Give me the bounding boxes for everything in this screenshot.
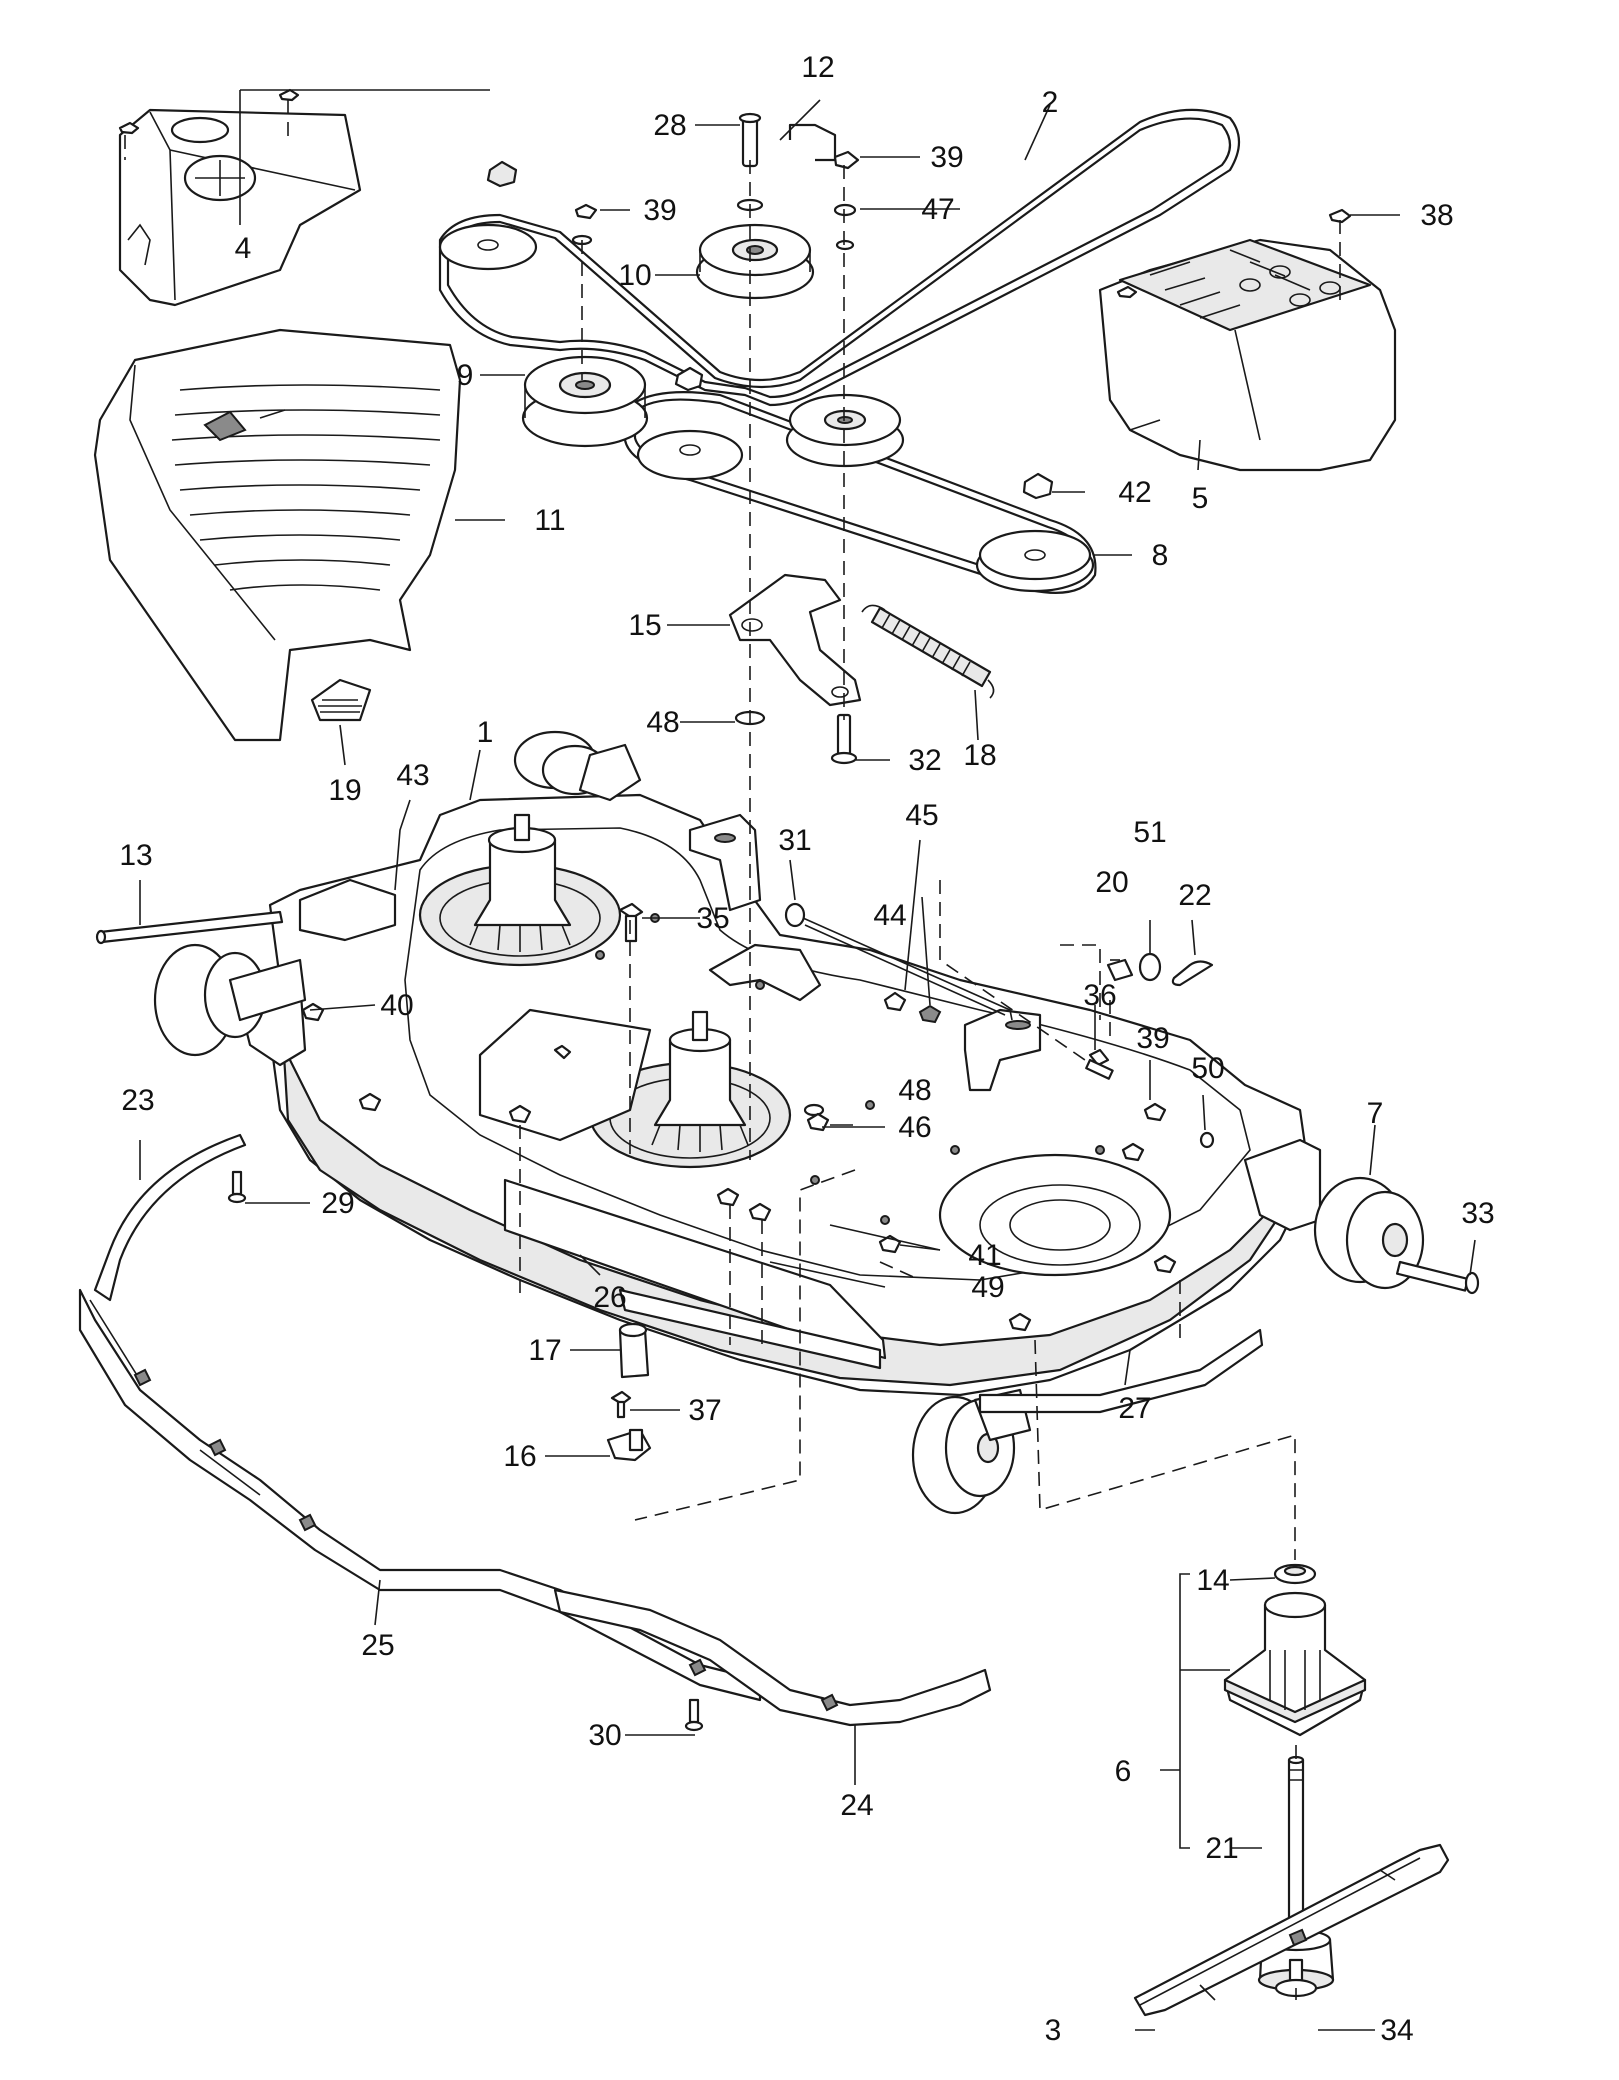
part-1-mower-deck (233, 793, 1322, 1397)
callout-38: 38 (1420, 199, 1453, 232)
part-2-drive-belt (438, 108, 1241, 594)
callout-11: 11 (534, 504, 565, 537)
part-11-discharge-shield (93, 328, 462, 742)
part-29-30-screws (227, 1170, 704, 1732)
part-5-right-belt-cover (1098, 238, 1397, 472)
callout-44: 44 (873, 899, 906, 932)
callout-30: 30 (588, 1719, 621, 1752)
callout-29: 29 (321, 1187, 354, 1220)
callout-9: 9 (457, 359, 474, 392)
part-7-gauge-wheel (1313, 1176, 1480, 1295)
callout-18: 18 (963, 739, 996, 772)
part-16-37-hardware (606, 1390, 652, 1462)
part-18-tension-spring (861, 604, 995, 699)
part-pulley-left-top (438, 223, 538, 271)
part-13-rod (95, 910, 284, 945)
leader-lines (139, 89, 1476, 2031)
callout-14: 14 (1196, 1564, 1229, 1597)
callout-20: 20 (1095, 866, 1128, 899)
part-27-rear-baffle (978, 1328, 1264, 1414)
part-26-front-baffle (503, 1178, 887, 1370)
callout-12: 12 (801, 51, 834, 84)
part-24-rear-guard (553, 1588, 992, 1727)
callout-3: 3 (1045, 2014, 1062, 2047)
assembly-dashed-lines (124, 100, 1341, 2000)
callout-7: 7 (1367, 1097, 1384, 1130)
callout-32: 32 (908, 744, 941, 777)
callout-42: 42 (1118, 476, 1151, 509)
callout-33: 33 (1461, 1197, 1494, 1230)
callout-2: 2 (1042, 86, 1059, 119)
callout-39-a: 39 (930, 141, 963, 174)
callout-37: 37 (688, 1394, 721, 1427)
callout-19: 19 (328, 774, 361, 807)
callout-10: 10 (618, 259, 651, 292)
callout-27: 27 (1118, 1392, 1151, 1425)
callout-16: 16 (503, 1440, 536, 1473)
callout-35: 35 (696, 902, 729, 935)
callout-46: 46 (898, 1111, 931, 1144)
callout-4: 4 (235, 232, 252, 265)
part-front-wheel-lower (911, 1388, 1032, 1515)
part-35-bolt (618, 902, 644, 943)
part-10-idler-pulley (695, 223, 815, 300)
callout-26: 26 (593, 1281, 626, 1314)
callout-40: 40 (380, 989, 413, 1022)
part-deck-bolts (301, 1002, 1177, 1332)
part-front-wheel-left (153, 943, 307, 1057)
part-right-idler-pulley (785, 393, 905, 468)
part-23-left-guard (93, 1133, 247, 1302)
part-center-deck-pulley (636, 429, 744, 481)
callout-50: 50 (1191, 1052, 1224, 1085)
part-19-clip (310, 678, 372, 722)
part-15-idler-arm (728, 573, 862, 707)
part-9-idler-pulley (521, 355, 649, 448)
callout-48-a: 48 (646, 706, 679, 739)
callout-13: 13 (119, 839, 152, 872)
callout-34: 34 (1380, 2014, 1413, 2047)
callout-47: 47 (921, 193, 954, 226)
callout-6: 6 (1115, 1755, 1132, 1788)
callout-8: 8 (1152, 539, 1169, 572)
part-3-blade (1133, 1843, 1450, 2017)
callout-24: 24 (840, 1789, 873, 1822)
part-31-linkage-rod (784, 902, 1013, 1021)
callout-31: 31 (778, 824, 811, 857)
callout-36: 36 (1083, 979, 1116, 1012)
callout-39-c: 39 (1136, 1022, 1169, 1055)
callout-45: 45 (905, 799, 938, 832)
part-48-32-hardware (734, 710, 858, 765)
callout-49: 49 (971, 1271, 1004, 1304)
callout-48-b: 48 (898, 1074, 931, 1107)
part-linkage-hardware (883, 952, 1215, 1149)
callout-25: 25 (361, 1629, 394, 1662)
part-8-spindle-pulley (975, 529, 1095, 593)
callout-28: 28 (653, 109, 686, 142)
callout-41: 41 (968, 1239, 1001, 1272)
callout-5: 5 (1192, 482, 1209, 515)
callout-15: 15 (628, 609, 661, 642)
callout-23: 23 (121, 1084, 154, 1117)
callout-22: 22 (1178, 879, 1211, 912)
callout-1: 1 (477, 716, 494, 749)
part-small-fasteners (118, 88, 1352, 500)
part-17-bushing (618, 1322, 650, 1379)
callout-17: 17 (528, 1334, 561, 1367)
callout-39-b: 39 (643, 194, 676, 227)
callout-labels: 1 2 3 4 5 6 7 8 9 10 11 12 13 14 15 16 1… (119, 51, 1494, 2047)
part-front-wheel-upper (513, 730, 642, 802)
part-6-group-bracket (1160, 1573, 1230, 1849)
callout-21: 21 (1205, 1832, 1238, 1865)
callout-43: 43 (396, 759, 429, 792)
callout-51: 51 (1133, 816, 1166, 849)
